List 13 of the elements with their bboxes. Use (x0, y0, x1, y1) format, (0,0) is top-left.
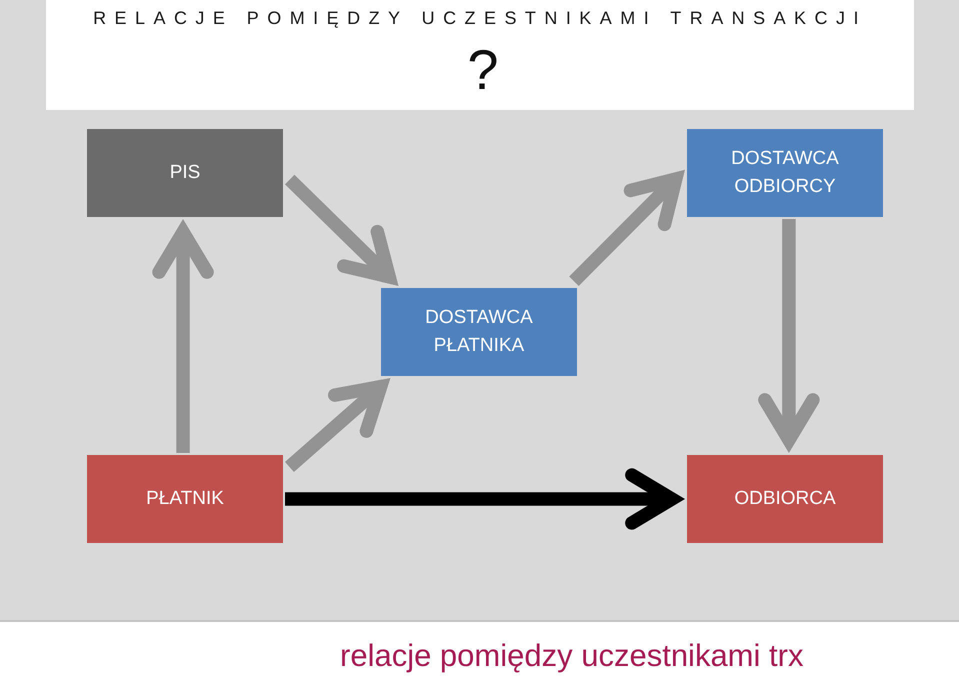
slide-title: RELACJE POMIĘDZY UCZESTNIKAMI TRANSAKCJI (92, 8, 868, 29)
question-mark: ? (466, 40, 500, 100)
box-label: DOSTAWCA PŁATNIKA (424, 306, 534, 358)
box-label: PIS (170, 161, 200, 185)
entity-box (87, 129, 283, 217)
entity-box (381, 288, 577, 376)
entity-box (687, 455, 883, 543)
footer-title: relacje pomiędzy uczestnikami trx (340, 637, 804, 675)
box-label: ODBIORCA (734, 487, 836, 511)
box-label: PŁATNIK (146, 487, 224, 511)
box-label: DOSTAWCA ODBIORCY (730, 147, 840, 199)
entity-box (687, 129, 883, 217)
entity-box (87, 455, 283, 543)
